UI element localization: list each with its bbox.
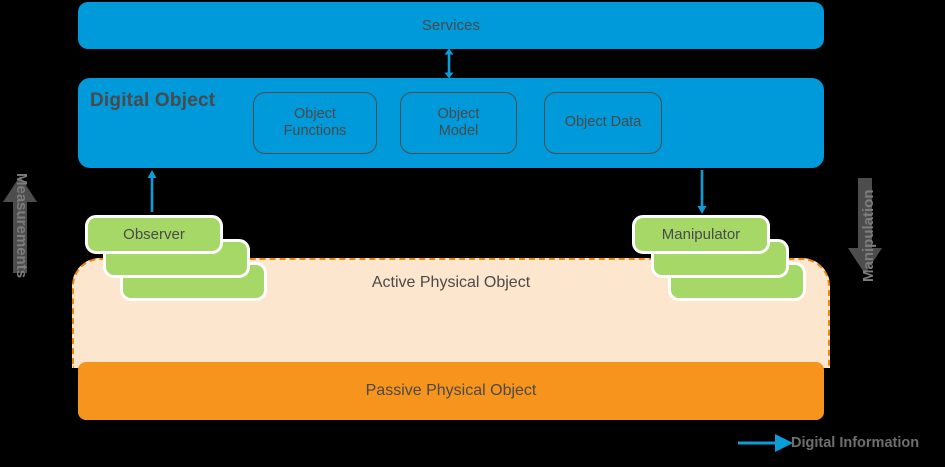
digital-object-title: Digital Object (90, 90, 216, 111)
object-data-label: Object Data (564, 114, 642, 131)
manipulation-label: Manipulation (860, 189, 877, 283)
passive-physical-object-region[interactable]: Passive Physical Object (78, 362, 824, 420)
active-physical-object-label: Active Physical Object (371, 274, 531, 291)
services-panel[interactable]: Services (78, 2, 824, 49)
services-digital-object-arrow (444, 48, 454, 79)
passive-physical-object-label: Passive Physical Object (365, 382, 537, 399)
object-data-box[interactable]: Object Data (544, 92, 662, 154)
measurements-label: Measurements (13, 173, 30, 279)
observer-to-digital-object-arrow (147, 170, 157, 212)
observer-label: Observer (123, 226, 185, 243)
manipulator-card-front[interactable]: Manipulator (632, 215, 770, 254)
services-label: Services (421, 17, 481, 34)
observer-card-front[interactable]: Observer (85, 215, 223, 254)
digital-object-to-manipulator-arrow (697, 170, 707, 214)
legend-label: Digital Information (791, 435, 920, 451)
legend: Digital Information (735, 432, 919, 454)
manipulator-label: Manipulator (661, 226, 741, 243)
